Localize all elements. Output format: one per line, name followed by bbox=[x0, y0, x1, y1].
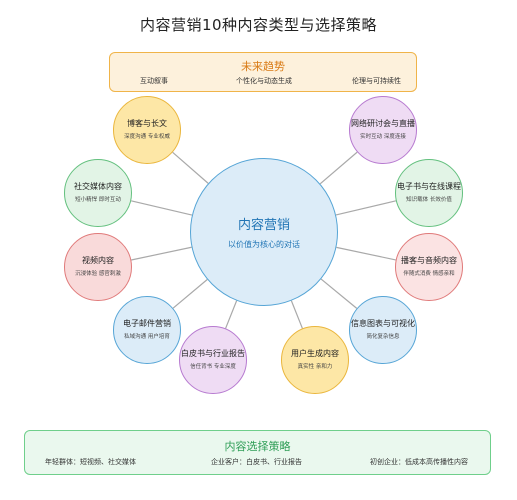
node-description: 实时互动 深度连接 bbox=[360, 134, 406, 140]
node-description: 短小精悍 即时互动 bbox=[75, 197, 121, 203]
future-trend-item: 互动叙事 bbox=[140, 77, 168, 85]
center-node: 内容营销 以价值为核心的对话 bbox=[190, 158, 338, 306]
connector-line bbox=[336, 246, 396, 261]
connector-line bbox=[290, 300, 303, 329]
connector-line bbox=[225, 300, 238, 329]
node-description: 私域沟通 用户培育 bbox=[124, 334, 170, 340]
connector-line bbox=[131, 246, 192, 261]
center-subtitle: 以价值为核心的对话 bbox=[228, 240, 300, 249]
connector-line bbox=[335, 200, 397, 216]
center-title: 内容营销 bbox=[237, 218, 290, 233]
node-title: 电子书与在线课程 bbox=[397, 182, 461, 191]
node-title: 用户生成内容 bbox=[291, 349, 339, 358]
node-description: 伴随式消费 情感亲和 bbox=[403, 271, 455, 277]
node-title: 网络研讨会与直播 bbox=[351, 119, 415, 128]
content-type-node: 博客与长文深度沟通 专业权威 bbox=[113, 96, 181, 164]
content-type-node: 电子邮件营销私域沟通 用户培育 bbox=[113, 296, 181, 364]
content-type-node: 白皮书与行业报告信任背书 专业深度 bbox=[179, 326, 247, 394]
node-title: 视频内容 bbox=[82, 256, 114, 265]
content-strategy-box: 内容选择策略 年轻群体：短视频、社交媒体 企业客户：白皮书、行业报告 初创企业：… bbox=[24, 430, 491, 475]
node-description: 沉浸体验 感官刺激 bbox=[75, 271, 121, 277]
content-type-node: 网络研讨会与直播实时互动 深度连接 bbox=[349, 96, 417, 164]
future-trends-title: 未来趋势 bbox=[241, 60, 285, 73]
node-title: 电子邮件营销 bbox=[123, 319, 171, 328]
connector-line bbox=[320, 278, 358, 309]
future-trends-box: 未来趋势 互动叙事 个性化与动态生成 伦理与可持续性 bbox=[109, 52, 417, 92]
node-description: 知识载体 长效价值 bbox=[406, 197, 452, 203]
node-title: 社交媒体内容 bbox=[74, 182, 122, 191]
connector-line bbox=[130, 200, 193, 216]
page-title: 内容营销10种内容类型与选择策略 bbox=[139, 16, 378, 34]
connector-line bbox=[172, 151, 209, 184]
content-type-node: 电子书与在线课程知识载体 长效价值 bbox=[395, 159, 463, 227]
content-type-node: 信息图表与可视化简化复杂信息 bbox=[349, 296, 417, 364]
strategy-item: 年轻群体：短视频、社交媒体 bbox=[45, 458, 136, 466]
content-type-node: 用户生成内容真实性 亲和力 bbox=[281, 326, 349, 394]
node-title: 博客与长文 bbox=[127, 119, 167, 128]
node-description: 真实性 亲和力 bbox=[297, 364, 333, 370]
content-type-node: 社交媒体内容短小精悍 即时互动 bbox=[64, 159, 132, 227]
content-type-node: 播客与音频内容伴随式消费 情感亲和 bbox=[395, 233, 463, 301]
future-trend-item: 伦理与可持续性 bbox=[352, 77, 401, 85]
node-title: 白皮书与行业报告 bbox=[181, 349, 245, 358]
node-description: 信任背书 专业深度 bbox=[190, 364, 236, 370]
node-title: 信息图表与可视化 bbox=[351, 319, 415, 328]
future-trend-item: 个性化与动态生成 bbox=[236, 77, 292, 85]
content-type-node: 视频内容沉浸体验 感官刺激 bbox=[64, 233, 132, 301]
node-description: 简化复杂信息 bbox=[366, 334, 400, 340]
strategy-title: 内容选择策略 bbox=[224, 440, 291, 453]
strategy-item: 企业客户：白皮书、行业报告 bbox=[211, 458, 302, 466]
node-title: 播客与音频内容 bbox=[401, 256, 457, 265]
connector-line bbox=[319, 151, 358, 185]
node-description: 深度沟通 专业权威 bbox=[124, 134, 170, 140]
strategy-item: 初创企业：低成本高传播性内容 bbox=[370, 458, 468, 466]
connector-line bbox=[172, 279, 208, 309]
